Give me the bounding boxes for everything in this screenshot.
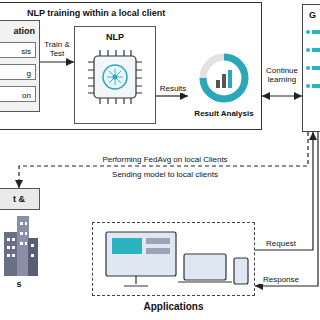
edge-label: Performing FedAvg on local Clients [80, 155, 250, 164]
process-box: ation sis g on [0, 20, 40, 112]
svg-circle [306, 48, 310, 52]
node-text: on [22, 90, 31, 101]
server-items [306, 30, 320, 88]
svg-path [107, 69, 123, 85]
node-text: NLP [106, 31, 124, 43]
client-node: t & s [0, 188, 40, 292]
process-box: NLP [74, 26, 156, 124]
edge-label: Request [261, 239, 301, 248]
edge-label: Results [157, 84, 189, 93]
connector [255, 132, 318, 286]
result-node: Result Analysis [188, 50, 260, 124]
svg-rect [312, 48, 320, 52]
svg-rect [222, 74, 226, 88]
node-text: s [16, 278, 21, 290]
application-box: Applications [92, 222, 255, 296]
item-box: sis [0, 42, 36, 58]
svg-rect [146, 238, 170, 244]
node-text: Result Analysis [194, 108, 253, 119]
node-text: G [309, 9, 316, 21]
node-text: Applications [143, 300, 203, 313]
chip-icon [88, 50, 142, 104]
svg-circle [306, 66, 310, 70]
svg-circle [113, 75, 118, 80]
svg-rect [184, 254, 226, 280]
edge-label: Train & Test [41, 40, 73, 58]
svg-rect [146, 248, 170, 254]
gauge-icon [203, 57, 245, 99]
connector [156, 95, 188, 96]
server-box: G [302, 4, 320, 132]
connector [40, 61, 74, 62]
node-text: NLP training within a local client [27, 7, 165, 19]
svg-rect [312, 66, 320, 70]
svg-rect [312, 30, 320, 34]
svg-rect [4, 232, 18, 276]
node-text: t & [0, 188, 40, 210]
svg-path [88, 50, 142, 104]
edge-label: Response [260, 275, 302, 284]
svg-rect [234, 258, 248, 284]
note-label: Sending model to local clients [85, 170, 245, 179]
svg-path [124, 276, 148, 286]
node-text: sis [21, 46, 31, 57]
svg-rect [228, 70, 232, 88]
svg-rect [216, 80, 220, 88]
item-box: g [0, 64, 36, 80]
buildings-icon [4, 216, 38, 276]
svg-path [7, 222, 34, 257]
devices-icon [106, 232, 248, 286]
svg-path [178, 281, 232, 282]
svg-rect [106, 232, 176, 276]
svg-rect [94, 56, 136, 98]
connector [19, 132, 308, 188]
svg-circle [306, 84, 310, 88]
edge-label: Continue learning [263, 66, 301, 84]
svg-circle [103, 65, 127, 89]
svg-rect [112, 238, 142, 254]
node-text: g [27, 68, 31, 79]
svg-circle [203, 57, 245, 99]
connector [262, 95, 302, 96]
item-box: on [0, 86, 36, 102]
svg-path [203, 57, 245, 99]
svg-rect [312, 84, 320, 88]
node-text: ation [14, 25, 36, 37]
connector [255, 132, 313, 250]
container-box: NLP training within a local client ation s… [0, 2, 262, 130]
svg-circle [306, 30, 310, 34]
